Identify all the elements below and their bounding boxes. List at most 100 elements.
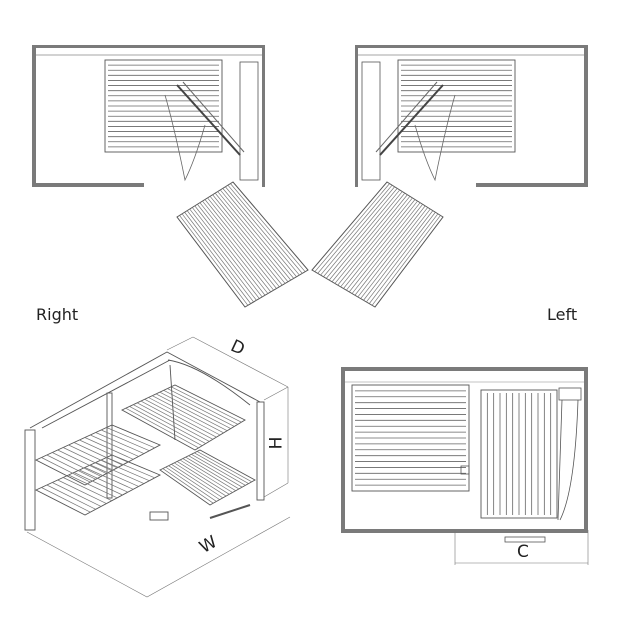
basket-frame [104,59,223,153]
cabinet-wall-left [32,45,36,187]
basket-wire [194,452,249,484]
basket-wire [163,390,235,427]
basket-wire [176,461,230,495]
basket-wire [140,400,214,440]
basket-frame [480,389,558,519]
depth-dimension-line [192,336,289,388]
basket-wire [84,437,134,460]
mid-post [106,392,113,499]
basket-wire [209,196,283,286]
lower-right-basket [159,449,256,506]
basket-wire [62,447,112,472]
basket-wire [189,208,260,299]
basket-wire [155,393,228,432]
basket-wire [317,184,393,274]
basket-wire [179,459,233,493]
basket-wire [348,202,421,293]
basket-wire [366,212,436,303]
basket-wire [148,397,221,436]
basket-wire [162,468,214,504]
basket-wire [227,184,303,274]
basket-wire [106,457,155,479]
basket-wire [328,191,403,281]
basket-wire [79,469,129,493]
left-plan-view [311,45,588,308]
basket-wire [171,463,224,499]
basket-wire [171,386,242,423]
basket-wire [185,456,240,490]
basket-wire [52,482,102,507]
dimension-c: C [517,542,529,562]
basket-wire [73,442,123,466]
cabinet-wall-bottom [32,183,144,187]
basket-wire [357,207,429,298]
basket-wire [191,207,263,298]
width-dimension-line [26,516,291,598]
basket-frame [397,59,516,153]
basket-wire [194,205,266,296]
basket-wire [331,192,406,282]
basket-wire [152,395,224,434]
basket-stored [351,384,470,492]
basket-wire [144,398,217,438]
basket-wire [181,213,252,304]
cabinet-wall-top [32,45,265,48]
basket-wire [368,213,439,304]
basket-wire [225,186,300,276]
basket-wire [323,188,398,277]
basket-wire [41,457,91,483]
basket-stored [104,59,223,153]
basket-wire [363,210,434,301]
upper-left-basket [34,424,162,486]
isometric-view [24,336,291,598]
arm-path [164,94,206,182]
dimension-h: H [266,436,287,450]
basket-wire [101,429,150,452]
basket-wire [90,464,139,487]
basket-wire [354,205,426,296]
basket-wire [79,439,129,463]
basket-wire [212,194,286,284]
front-post-right [256,401,265,501]
basket-wire [196,451,252,483]
basket-swung-out [176,181,309,308]
basket-wire [46,484,96,510]
basket-wire [184,212,254,303]
basket-wire [314,183,390,272]
front-post-left [24,429,36,531]
basket-wire [360,208,431,299]
basket-wire [174,462,227,497]
foot [149,511,169,521]
basket-wire [320,186,395,276]
basket-wire [90,434,139,457]
basket-wire [73,472,123,496]
swing-mechanism [167,359,251,406]
basket-wire [125,407,199,449]
basket-wire [202,200,274,291]
cabinet-top-edge [29,351,261,429]
basket-wire [57,449,107,474]
basket-wire [204,199,277,289]
basket-wire [326,189,400,279]
cabinet-wall-right [262,45,265,187]
basket-wire [230,183,306,272]
basket-wire [62,477,112,502]
label-left: Left [547,305,578,324]
basket-wire [207,197,280,288]
basket-wire [95,432,145,454]
basket-wire [133,404,206,444]
basket-wire [188,455,243,488]
basket-wire [186,210,257,301]
basket-pulled [480,389,558,519]
basket-wire [346,200,418,291]
basket-wire [136,402,210,442]
basket-wire [167,388,239,425]
basket-wire [343,199,416,289]
basket-wire [168,465,220,500]
basket-frame [351,384,470,492]
basket-wire [101,459,150,482]
basket-wire [337,196,411,286]
basket-wire [159,391,231,429]
basket-wire [179,215,249,306]
basket-wire [52,452,102,477]
